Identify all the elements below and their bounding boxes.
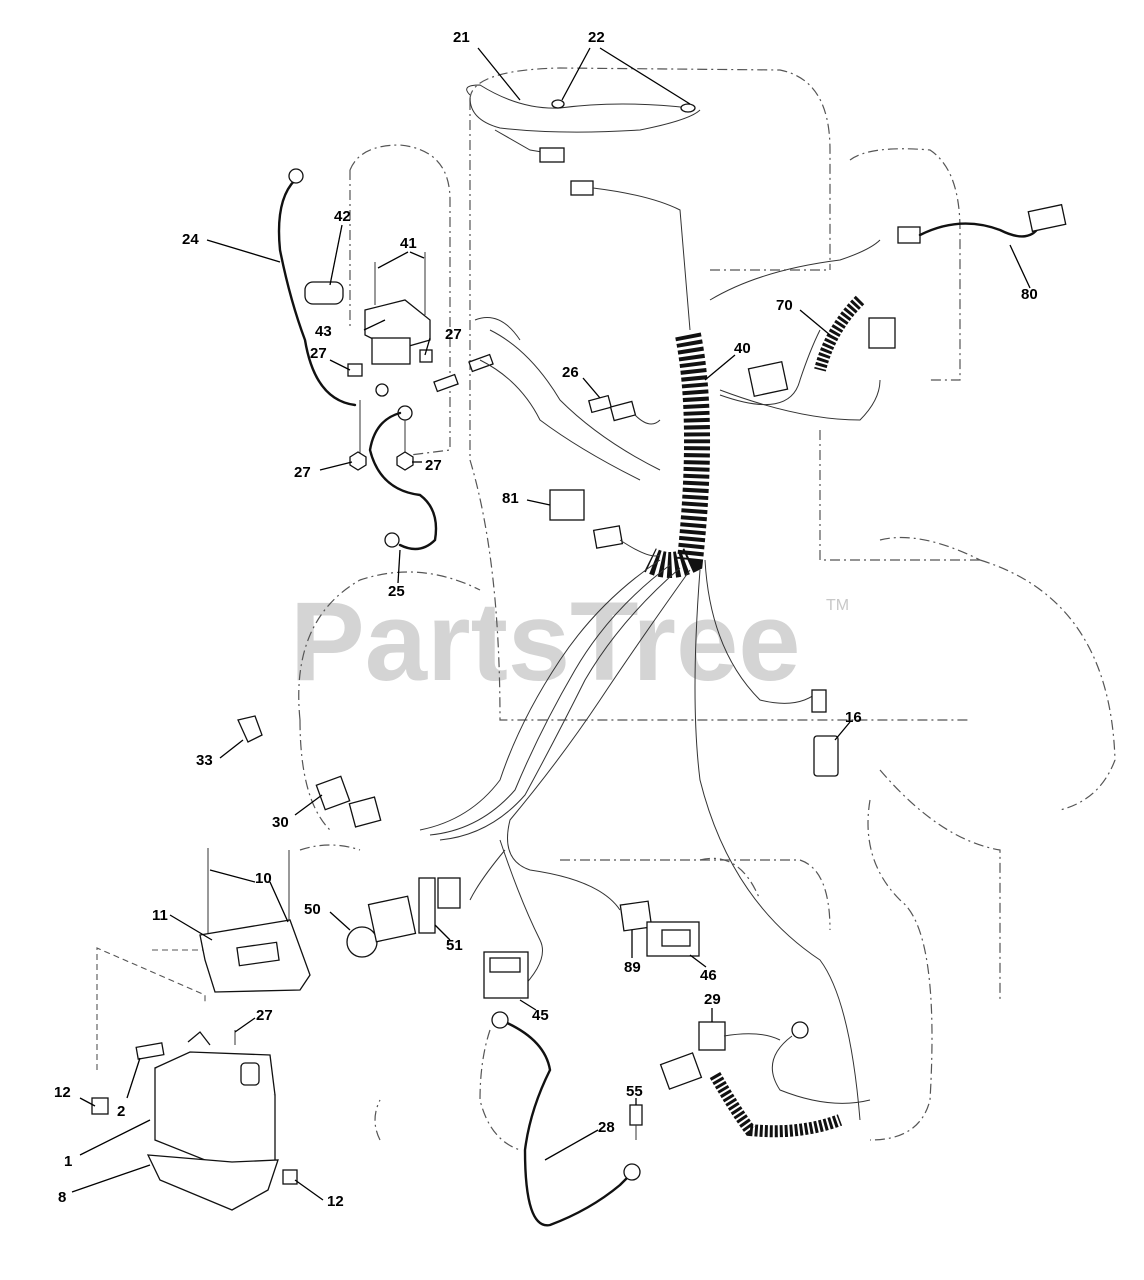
callout-70: 70 [776,297,793,314]
callout-11: 11 [152,907,168,924]
callout-8: 8 [58,1189,66,1206]
callout-55: 55 [626,1083,643,1100]
cable-28 [503,1020,632,1227]
callout-46: 46 [700,967,717,984]
callout-1: 1 [64,1153,72,1170]
callout-labels: 21 22 24 42 41 43 27 27 27 27 27 80 70 4… [54,29,1038,1210]
fastener-55 [629,1104,643,1126]
connector-70 [868,317,896,349]
watermark-trademark: TM [826,597,849,614]
wire-terminal [551,99,565,109]
wire-terminal [680,103,696,113]
callout-89: 89 [624,959,641,976]
watermark-text: PartsTree [290,579,801,704]
callout-27-right: 27 [445,326,462,343]
ignition-key-33 [237,715,263,743]
upper-connector [539,147,565,163]
cable-24 [277,178,357,407]
bracket-89 [619,900,653,932]
leader-lines [71,47,1031,1201]
callout-33: 33 [196,752,213,769]
nut-12b [282,1169,298,1185]
connector-70-mate [747,361,789,397]
frame-outlines [96,67,1116,1151]
solenoid-cover-42 [304,281,344,305]
callout-12-right: 12 [327,1193,344,1210]
callout-29: 29 [704,991,721,1008]
callout-30: 30 [272,814,289,831]
fuse-holder-26 [587,394,613,414]
callout-45: 45 [532,1007,549,1024]
coiled-conduit-40 [644,332,710,578]
callout-24: 24 [182,231,199,248]
dash-components [237,715,871,1140]
upper-harness-loop [466,84,701,331]
coiled-conduit-70 [814,295,865,372]
switch-29 [698,1021,726,1051]
callout-22: 22 [588,29,605,46]
cable-25 [368,411,438,551]
callout-27-lower-right: 27 [425,457,442,474]
callout-27-left: 27 [310,345,327,362]
main-harness [419,203,1067,1121]
callout-28: 28 [598,1119,615,1136]
connector-80 [897,226,921,244]
upper-connector-mate [570,180,594,196]
callout-2: 2 [117,1103,125,1120]
callout-43: 43 [315,323,332,340]
callout-27-battery: 27 [256,1007,273,1024]
switch-16 [813,735,839,777]
callout-80: 80 [1021,286,1038,303]
callout-26: 26 [562,364,579,381]
nut-12a [91,1097,109,1115]
callout-41: 41 [400,235,417,252]
battery-tray-8 [146,1154,279,1211]
callout-42: 42 [334,208,351,225]
callout-51: 51 [446,937,463,954]
relay-81 [549,489,585,521]
callout-16: 16 [845,709,862,726]
callout-21: 21 [453,29,470,46]
callout-40: 40 [734,340,751,357]
callout-10: 10 [255,870,272,887]
cable-80 [918,222,1042,238]
callout-12-left: 12 [54,1084,71,1101]
bolt-2 [135,1042,165,1060]
ignition-switch-30 [315,775,351,811]
callout-81: 81 [502,490,519,507]
battery-assembly [91,848,311,1211]
callout-50: 50 [304,901,321,918]
callout-25: 25 [388,583,405,600]
callout-27-lower-left: 27 [294,464,311,481]
knob-50 [346,926,378,958]
bracket-51 [418,877,436,934]
